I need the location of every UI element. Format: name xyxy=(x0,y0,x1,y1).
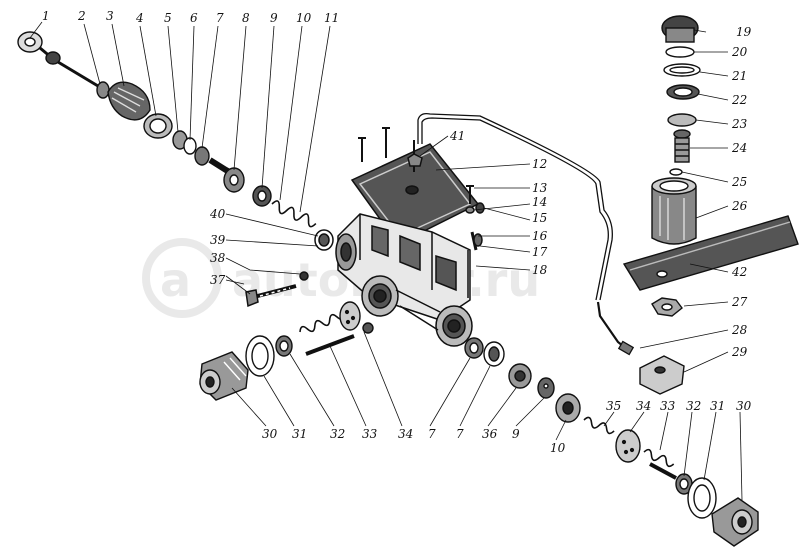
callout-34-right: 34 xyxy=(636,399,651,413)
callout-18: 18 xyxy=(532,263,548,277)
callout-32-right: 32 xyxy=(686,399,701,413)
callout-3: 3 xyxy=(106,9,114,23)
callout-38: 38 xyxy=(210,251,226,265)
callout-23: 23 xyxy=(731,117,748,131)
callout-30-left: 30 xyxy=(262,427,278,441)
leader-lines xyxy=(29,21,743,501)
callout-9-top: 9 xyxy=(270,11,278,25)
rod-assembly xyxy=(17,31,317,228)
callout-32-left: 32 xyxy=(330,427,345,441)
callout-17: 17 xyxy=(532,245,548,259)
callout-11: 11 xyxy=(324,11,339,25)
callout-24: 24 xyxy=(731,141,747,155)
callout-4: 4 xyxy=(135,11,144,25)
callout-39: 39 xyxy=(210,233,226,247)
callout-7-top: 7 xyxy=(216,11,224,25)
reservoir-assembly xyxy=(622,15,799,395)
callout-6: 6 xyxy=(190,11,198,25)
callout-28: 28 xyxy=(731,323,748,337)
callout-16: 16 xyxy=(532,229,548,243)
callout-41: 41 xyxy=(449,129,465,143)
callout-numbers: 1 2 3 4 5 6 7 8 9 10 11 19 20 21 22 23 2… xyxy=(42,9,752,455)
callout-5: 5 xyxy=(164,11,172,25)
callout-26: 26 xyxy=(731,199,748,213)
callout-20: 20 xyxy=(731,45,748,59)
callout-33-right: 33 xyxy=(660,399,676,413)
cylinder-body xyxy=(245,127,485,347)
callout-34-left: 34 xyxy=(398,427,413,441)
callout-12: 12 xyxy=(532,157,547,171)
watermark-a: a xyxy=(160,253,191,307)
callout-19: 19 xyxy=(736,25,752,39)
callout-25: 25 xyxy=(731,175,747,189)
callout-2: 2 xyxy=(77,9,86,23)
callout-15: 15 xyxy=(532,211,547,225)
callout-31-right: 31 xyxy=(710,399,725,413)
lower-right-valve xyxy=(464,337,759,547)
callout-27: 27 xyxy=(731,295,748,309)
callout-7-bottom-a: 7 xyxy=(428,427,436,441)
callout-37: 37 xyxy=(210,273,226,287)
callout-40: 40 xyxy=(209,207,226,221)
callout-36: 36 xyxy=(482,427,498,441)
callout-8: 8 xyxy=(242,11,250,25)
lower-left-valve xyxy=(199,301,374,401)
callout-13: 13 xyxy=(532,181,548,195)
callout-42: 42 xyxy=(731,265,747,279)
callout-10-bottom: 10 xyxy=(550,441,566,455)
callout-33-left: 33 xyxy=(362,427,378,441)
callout-14: 14 xyxy=(532,195,547,209)
pipe xyxy=(417,112,635,356)
callout-7-bottom-b: 7 xyxy=(456,427,464,441)
callout-30-right: 30 xyxy=(736,399,752,413)
callout-31-left: 31 xyxy=(292,427,307,441)
callout-21: 21 xyxy=(731,69,747,83)
callout-10-top: 10 xyxy=(296,11,312,25)
callout-29: 29 xyxy=(731,345,748,359)
callout-22: 22 xyxy=(731,93,747,107)
callout-1: 1 xyxy=(42,9,50,23)
callout-35: 35 xyxy=(606,399,621,413)
callout-9-bottom: 9 xyxy=(512,427,520,441)
